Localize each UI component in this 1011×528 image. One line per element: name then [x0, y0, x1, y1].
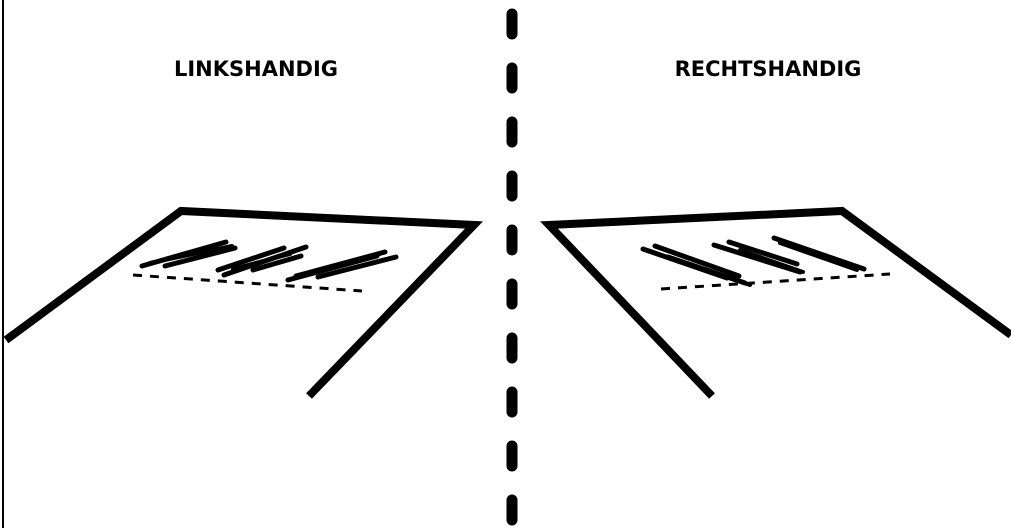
- left-panel-label: LINKSHANDIG: [174, 57, 338, 81]
- left-baseline-dashed: [133, 275, 362, 291]
- left-paper-sheet: [6, 211, 474, 396]
- right-baseline-dashed: [661, 274, 890, 289]
- left-writing-strokes: [142, 242, 396, 280]
- right-panel-label: RECHTSHANDIG: [675, 57, 862, 81]
